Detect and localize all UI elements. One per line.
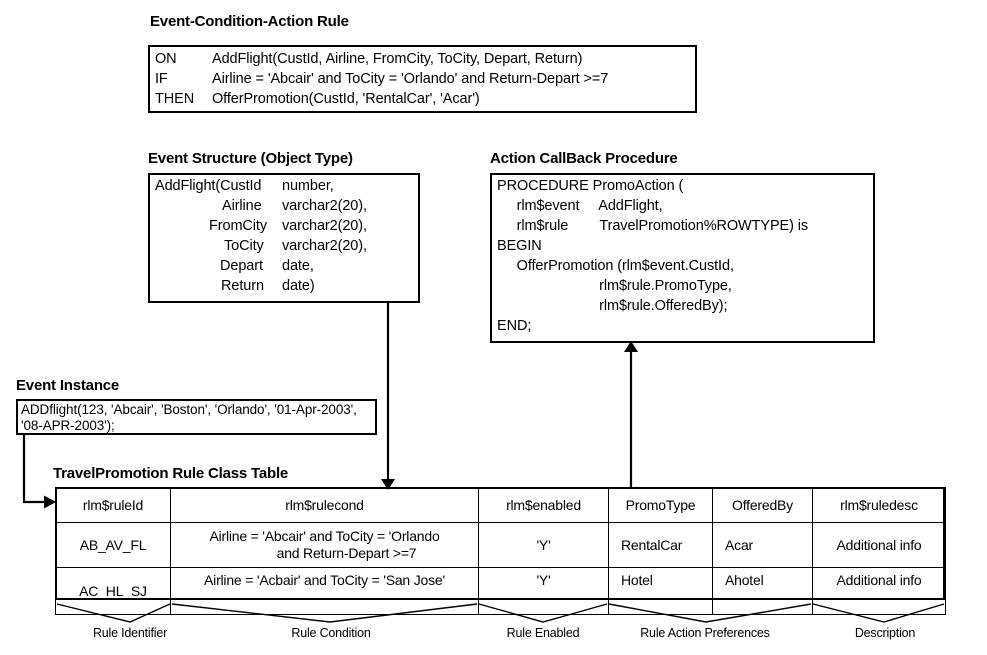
action-procedure-line-5: rlm$rule.PromoType, (497, 278, 732, 294)
event-instance-line-1: '08-APR-2003'); (21, 418, 115, 433)
eca-rule-box (148, 45, 697, 113)
eca-rule-line-on-text: AddFlight(CustId, Airline, FromCity, ToC… (212, 51, 583, 67)
action-procedure-line-3: BEGIN (497, 238, 542, 254)
eca-rule-line-then-keyword: THEN (155, 91, 195, 107)
rule-class-table: rlm$ruleId rlm$rulecond rlm$enabled Prom… (55, 487, 946, 615)
cell-rulecond-0-line1: Airline = 'Abcair' and ToCity = 'Orlando (209, 528, 440, 544)
connector-table-to-action-procedure (624, 341, 638, 487)
cell-offeredby-0: Acar (712, 522, 813, 568)
event-structure-field-type-5: date) (282, 278, 315, 294)
cell-ruleid-0: AB_AV_FL (55, 522, 171, 568)
cell-ruledesc-0: Additional info (812, 522, 946, 568)
eca-rule-caption: Event-Condition-Action Rule (150, 13, 349, 30)
action-procedure-line-7: END; (497, 318, 532, 334)
annotation-rule-condition: Rule Condition (291, 626, 371, 640)
cell-promotype-1: Hotel (608, 567, 713, 615)
action-procedure-line-1: rlm$event AddFlight, (497, 198, 663, 214)
event-instance-box (16, 399, 377, 435)
annotation-rule-enabled: Rule Enabled (506, 626, 580, 640)
cell-rulecond-0-line2: and Return-Depart >=7 (276, 545, 417, 561)
event-structure-field-type-3: varchar2(20), (282, 238, 367, 254)
event-structure-field-name-1: Airline (222, 198, 262, 214)
column-header-promotype: PromoType (608, 487, 713, 523)
eca-rule-line-if-text: Airline = 'Abcair' and ToCity = 'Orlando… (212, 71, 609, 87)
action-procedure-line-2: rlm$rule TravelPromotion%ROWTYPE) is (497, 218, 809, 234)
column-header-enabled: rlm$enabled (478, 487, 609, 523)
annotation-description: Description (854, 626, 916, 640)
cell-rulecond-0: Airline = 'Abcair' and ToCity = 'Orlando… (170, 522, 479, 568)
annotation-rule-identifier: Rule Identifier (92, 626, 168, 640)
event-structure-field-type-4: date, (282, 258, 314, 274)
cell-ruleid-1: AC_HL_SJ (55, 567, 171, 615)
cell-enabled-0: 'Y' (478, 522, 609, 568)
event-instance-caption: Event Instance (16, 377, 120, 394)
action-procedure-line-6: rlm$rule.OfferedBy); (497, 298, 728, 314)
cell-enabled-1: 'Y' (478, 567, 609, 615)
action-procedure-box (490, 173, 875, 343)
cell-promotype-0: RentalCar (608, 522, 713, 568)
event-structure-field-name-0: AddFlight(CustId (155, 178, 262, 194)
cell-ruledesc-1: Additional info (812, 567, 946, 615)
event-structure-field-name-2: FromCity (209, 218, 268, 234)
eca-rule-line-then-text: OfferPromotion(CustId, 'RentalCar', 'Aca… (212, 91, 480, 107)
event-structure-field-name-5: Return (221, 278, 264, 294)
event-structure-field-type-2: varchar2(20), (282, 218, 367, 234)
column-header-offeredby: OfferedBy (712, 487, 813, 523)
cell-rulecond-1: Airline = 'Acbair' and ToCity = 'San Jos… (170, 567, 479, 615)
event-instance-line-0: ADDflight(123, 'Abcair', 'Boston', 'Orla… (21, 402, 357, 417)
event-structure-field-name-4: Depart (220, 258, 263, 274)
annotation-rule-action-preferences: Rule Action Preferences (640, 626, 770, 640)
event-structure-field-name-3: ToCity (224, 238, 264, 254)
event-structure-field-type-1: varchar2(20), (282, 198, 367, 214)
event-structure-box (148, 173, 420, 303)
event-structure-caption: Event Structure (Object Type) (148, 150, 353, 167)
column-header-rulecond: rlm$rulecond (170, 487, 479, 523)
cell-offeredby-1: Ahotel (712, 567, 813, 615)
connector-event-instance-to-table (22, 435, 56, 509)
column-header-ruledesc: rlm$ruledesc (812, 487, 946, 523)
action-procedure-line-0: PROCEDURE PromoAction ( (497, 178, 684, 194)
event-structure-field-type-0: number, (282, 178, 334, 194)
table-header-row: rlm$ruleId rlm$rulecond rlm$enabled Prom… (55, 487, 946, 523)
column-header-ruleid: rlm$ruleId (55, 487, 171, 523)
action-procedure-caption: Action CallBack Procedure (490, 150, 678, 167)
table-row: AC_HL_SJ Airline = 'Acbair' and ToCity =… (55, 567, 946, 615)
rule-class-table-caption: TravelPromotion Rule Class Table (53, 465, 289, 482)
table-row: AB_AV_FL Airline = 'Abcair' and ToCity =… (55, 522, 946, 568)
eca-rule-line-if-keyword: IF (155, 71, 168, 87)
eca-rule-line-on-keyword: ON (155, 51, 177, 67)
action-procedure-line-4: OfferPromotion (rlm$event.CustId, (497, 258, 734, 274)
connector-event-structure-to-table (381, 303, 395, 490)
